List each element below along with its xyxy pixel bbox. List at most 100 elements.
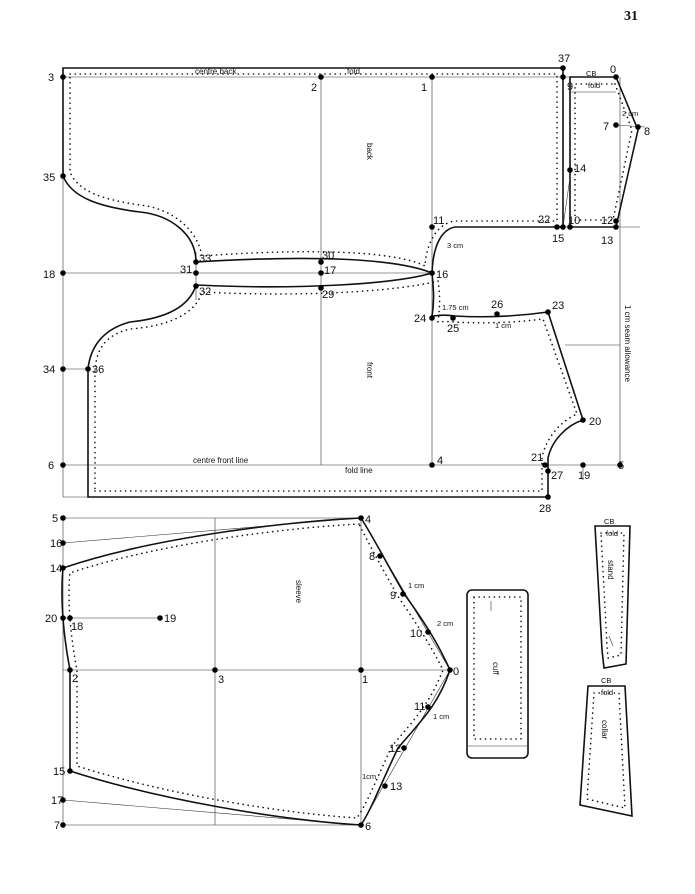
bodice-dot-18 [60,270,66,276]
page-number: 31 [624,9,638,24]
sleeve-point-15: 15 [53,766,65,778]
sleeve-points: 5 4 16 8 14 9 19 20 18 10 2 3 1 [45,513,459,833]
label-seam-allowance: 1 cm seam allowance [623,305,632,382]
yoke-label-cb: CB [586,69,596,78]
sleeve-dot-10 [425,629,431,635]
bodice-point-5: 5 [618,460,624,472]
bodice-dot-16 [429,270,435,276]
label-back: back [365,143,374,161]
bodice-dot-32 [193,283,199,289]
bodice-dot-10 [567,224,573,230]
cuff-piece: cuff [466,589,529,759]
bodice-point-17: 17 [324,265,336,277]
label-front: front [365,362,374,379]
bodice-dot-27 [545,468,551,474]
bodice-point-24: 24 [414,313,426,325]
bodice-point-27: 27 [551,470,563,482]
label-2cm: 2 cm [622,109,638,118]
bodice-point-18: 18 [43,269,55,281]
sleeve-point-12: 12 [389,743,401,755]
bodice-point-37: 37 [558,53,570,65]
sleeve-point-0: 0 [453,666,459,678]
label-fold-line: fold line [345,466,373,475]
sleeve-point-6: 6 [365,821,371,833]
sleeve-dot-8 [377,553,383,559]
sleeve-point-3: 3 [218,674,224,686]
stand-outline [594,525,631,669]
stand-label-fold: fold [606,529,618,538]
bodice-point-21: 21 [531,452,543,464]
sleeve-dot-11 [425,704,431,710]
collar-label-cb: CB [601,676,611,685]
yoke-label-fold: fold [588,81,600,90]
sleeve-dot-13 [382,783,388,789]
bodice-point-25: 25 [447,323,459,335]
bodice-dot-17 [318,270,324,276]
sleeve-block: sleeve 1 cm 2 cm 1 cm 1cm 5 4 16 8 14 9 … [45,513,459,833]
bodice-point-22: 22 [538,214,550,226]
sleeve-point-5: 5 [52,513,58,525]
bodice-point-16: 16 [436,269,448,281]
bodice-dot-3 [60,74,66,80]
bodice-dot-21 [542,462,548,468]
bodice-point-7: 7 [603,121,609,133]
bodice-dot-37 [560,65,566,71]
bodice-dot-33 [193,259,199,265]
bodice-dot-1 [429,74,435,80]
bodice-dot-35 [60,173,66,179]
sleeve-dot-3 [212,667,218,673]
collar-label-fold: fold [601,688,613,697]
bodice-dot-4 [429,462,435,468]
bodice-dot-12 [613,218,619,224]
sleeve-point-19: 19 [164,613,176,625]
bodice-dot-29 [318,285,324,291]
front-piece-outline [87,271,585,498]
bodice-points: 3 2 1 37 9 0 7 8 14 35 11 22 15 [43,53,650,515]
bodice-point-23: 23 [552,300,564,312]
bodice-point-20: 20 [589,416,601,428]
bodice-point-12: 12 [601,215,613,227]
sleeve-outline [61,517,451,826]
sleeve-point-10: 10 [410,628,422,640]
bodice-point-26: 26 [491,299,503,311]
sleeve-point-9: 9 [390,590,396,602]
sleeve-dot-15 [67,768,73,774]
sleeve-dot-1 [358,667,364,673]
sleeve-seam-allowance [68,523,444,819]
front-seam-allowance [94,280,579,492]
bodice-point-29: 29 [322,289,334,301]
bodice-point-30: 30 [322,250,334,262]
bodice-dot-15 [560,224,566,230]
bodice-dot-23 [545,309,551,315]
bodice-dot-28 [545,494,551,500]
label-centre-back: centre back [195,67,237,76]
bodice-point-10: 10 [568,215,580,227]
sleeve-point-17: 17 [51,795,63,807]
bodice-point-15: 15 [552,233,564,245]
bodice-point-36: 36 [92,364,104,376]
sleeve-point-18: 18 [71,621,83,633]
sleeve-dot-6 [358,822,364,828]
back-seam-allowance [69,73,558,268]
sleeve-point-7: 7 [54,820,60,832]
bodice-point-11: 11 [433,215,444,227]
bodice-point-32: 32 [199,286,211,298]
back-piece-outline [62,67,564,275]
collar-piece: CB fold collar [579,676,633,817]
sleeve-dot-18 [67,615,73,621]
label-cuff: cuff [491,662,500,676]
sleeve-point-13: 13 [390,781,402,793]
sleeve-dot-0 [447,667,453,673]
label-3cm: 3 cm [447,241,463,250]
label-centre-front-line: centre front line [193,456,249,465]
bodice-point-31: 31 [180,264,192,276]
bodice-point-2: 2 [311,82,317,94]
bodice-dot-22 [554,224,560,230]
bodice-point-4: 4 [437,455,443,467]
sleeve-label-1cm-a: 1 cm [408,581,424,590]
sleeve-point-4: 4 [365,514,371,526]
label-sleeve: sleeve [294,580,303,604]
bodice-dot-20 [580,417,586,423]
cuff-outline [466,589,529,759]
sleeve-dot-2 [67,667,73,673]
